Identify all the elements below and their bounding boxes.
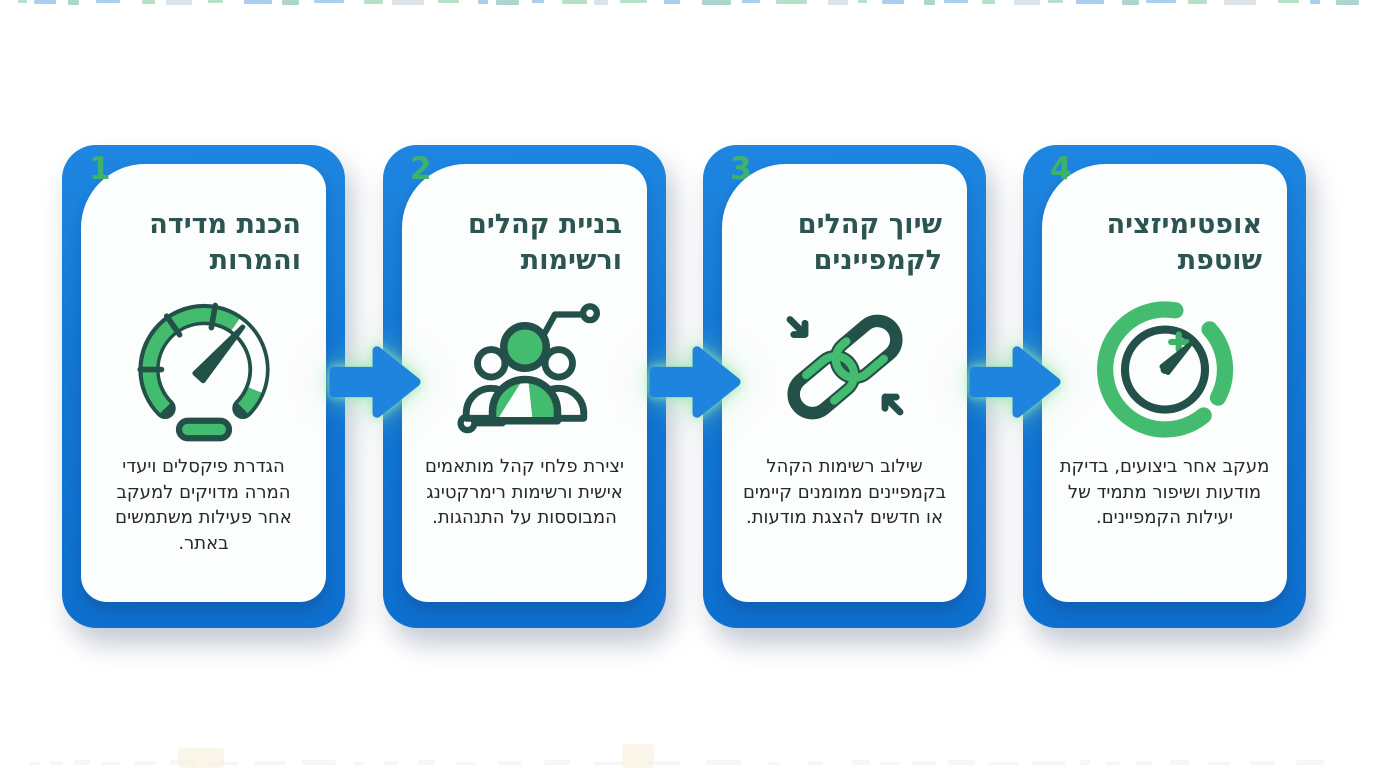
step-card-4: 4 אופטימיזציה שוטפת מעקב אחר ביצועים, בד…: [1023, 145, 1306, 628]
step-number: 3: [730, 151, 752, 187]
step-card-2: 2 בניית קהלים ורשימות: [383, 145, 666, 628]
step-number: 1: [89, 151, 111, 187]
step-description: שילוב רשימות הקהל בקמפיינים ממומנים קיימ…: [742, 456, 947, 529]
bottom-edge-artifact: [0, 742, 1376, 768]
step-number: 2: [410, 151, 432, 187]
step-card-panel: אופטימיזציה שוטפת מעקב אחר ביצועים, בדיק…: [1042, 164, 1287, 602]
speedometer-icon: [129, 292, 279, 442]
step-number: 4: [1050, 151, 1072, 187]
step-description: הגדרת פיקסלים ויעדי המרה מדויקים למעקב א…: [115, 456, 292, 554]
step-title: שיוך קהלים לקמפיינים: [797, 209, 942, 276]
step-card-panel: שיוך קהלים לקמפיינים שילוב רש: [722, 164, 967, 602]
step-description: יצירת פלחי קהל מותאמים אישית ורשימות רימ…: [424, 456, 625, 529]
arrow-right-icon: [968, 338, 1062, 426]
audience-segments-icon: [450, 292, 600, 442]
step-title: אופטימיזציה שוטפת: [1106, 209, 1262, 276]
step-title: בניית קהלים ורשימות: [468, 209, 622, 276]
step-card-panel: בניית קהלים ורשימות: [402, 164, 647, 602]
step-card-3: 3 שיוך קהלים לקמפיינים: [703, 145, 986, 628]
optimization-gauge-icon: [1090, 292, 1240, 442]
step-title: הכנת מדידה והמרות: [149, 209, 301, 276]
chain-link-icon: [770, 292, 920, 442]
arrow-right-icon: [648, 338, 742, 426]
step-card-1: 1 הכנת מדידה והמרות: [62, 145, 345, 628]
step-description: מעקב אחר ביצועים, בדיקת מודעות ושיפור מת…: [1059, 456, 1270, 529]
step-card-panel: הכנת מדידה והמרות ה: [81, 164, 326, 602]
arrow-right-icon: [328, 338, 422, 426]
top-edge-artifact: [0, 0, 1376, 8]
